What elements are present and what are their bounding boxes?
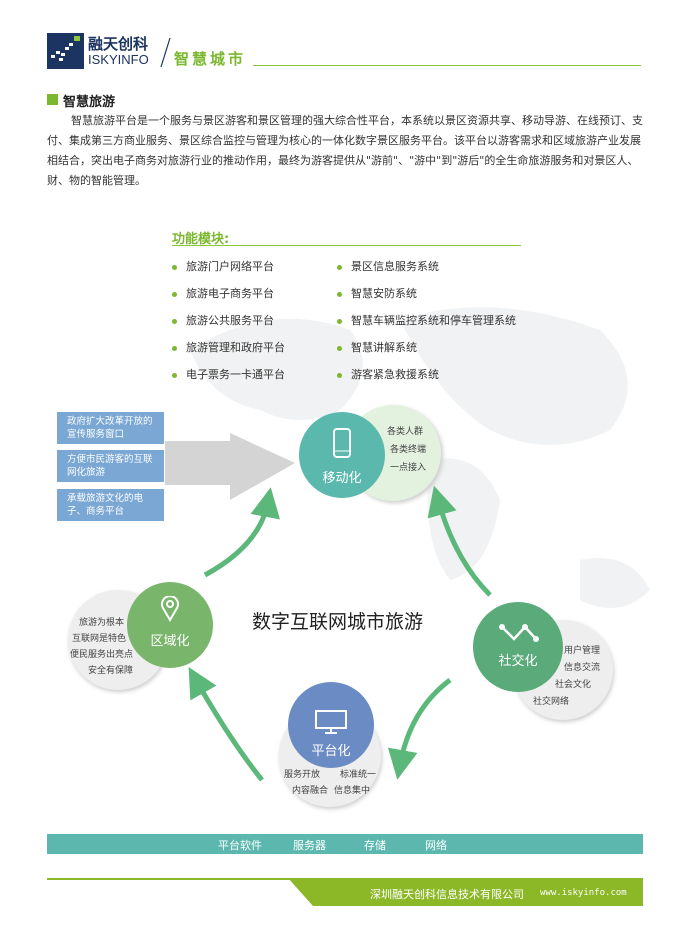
module-item: 旅游电子商务平台 [172,285,274,301]
module-item: 旅游公共服务平台 [172,312,274,328]
platform-point: 内容融合 [292,786,329,796]
arrow-social-to-platform [387,678,452,780]
module-item: 智慧讲解系统 [337,339,417,355]
monitor-icon [315,710,347,734]
modules-underline [172,245,521,246]
regional-point: 安全有保障 [88,666,134,676]
module-item: 景区信息服务系统 [337,258,439,274]
platform-point: 标准统一 [340,770,377,780]
platform-point: 服务开放 [284,770,321,780]
module-item: 游客紧急救援系统 [337,366,439,382]
social-label: 社交化 [498,654,538,669]
bar-label: 平台软件 [218,839,262,852]
logo-mark [47,33,84,69]
module-item: 智慧车辆监控系统和停车管理系统 [337,312,516,328]
social-circle: 社交化 [473,602,563,692]
bar-label: 存储 [364,839,386,852]
regional-circle: 区域化 [127,582,213,668]
social-point: 社交网络 [533,697,570,707]
mobile-label: 移动化 [322,471,362,486]
header-line [253,65,641,66]
infrastructure-bar [47,834,643,854]
section-label: 智慧城市 [174,50,247,68]
bar-label: 服务器 [293,839,326,852]
mobile-point: 各类终端 [390,445,427,455]
regional-point: 旅游为根本 [79,618,125,628]
benefit-box: 政府扩大改革开放的宣传服务窗口 [57,412,164,444]
location-pin-icon [161,596,179,622]
footer-band [288,878,643,906]
social-point: 信息交流 [564,663,601,673]
module-item: 旅游管理和政府平台 [172,339,285,355]
arrow-regional-to-mobile [203,487,280,578]
benefit-box: 方便市民游客的互联网化旅游 [57,450,164,482]
brand-name-en: ISKYINFO [88,52,149,67]
module-item: 电子票务一卡通平台 [172,366,285,382]
divider-slash [160,37,171,68]
arrow-platform-to-regional [188,666,264,782]
platform-circle: 平台化 [288,682,374,768]
section-title: 智慧旅游 [63,95,116,110]
mobile-point: 一点接入 [390,463,427,473]
regional-point: 互联网是特色 [72,634,127,644]
big-gray-arrow [165,433,295,500]
intro-paragraph: 智慧旅游平台是一个服务与景区游客和景区管理的强大综合性平台，本系统以景区资源共享… [47,114,643,187]
module-item: 智慧安防系统 [337,285,417,301]
benefit-box: 承载旅游文化的电子、商务平台 [57,489,164,521]
modules-title: 功能模块: [172,232,230,247]
world-map-background [190,307,650,608]
network-line-icon [499,624,539,642]
platform-point: 信息集中 [334,786,371,796]
arrow-social-to-mobile [427,485,492,597]
heading-marker [47,94,58,105]
diagram-center-title: 数字互联网城市旅游 [252,611,424,633]
mobile-point: 各类人群 [387,427,424,437]
regional-point: 便民服务出亮点 [70,650,134,660]
phone-icon [333,428,351,458]
platform-label: 平台化 [311,744,351,759]
social-point: 用户管理 [564,646,601,656]
regional-label: 区域化 [150,634,190,649]
mobile-circle: 移动化 [299,412,385,498]
footer-url[interactable]: www.iskyinfo.com [540,888,627,898]
module-item: 旅游门户网络平台 [172,258,274,274]
social-point: 社会文化 [555,680,592,690]
bar-label: 网络 [425,839,447,852]
footer-company: 深圳融天创科信息技术有限公司 [370,888,524,901]
brand-name-cn: 融天创科 [88,35,149,53]
